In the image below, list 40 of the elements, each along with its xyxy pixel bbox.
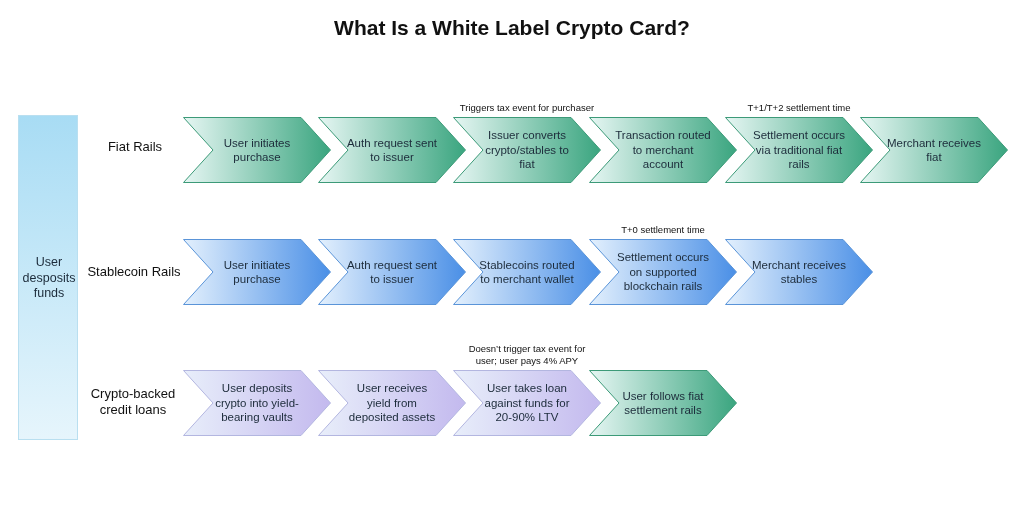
chevron-step bbox=[589, 117, 737, 183]
row-label: Crypto-backed credit loans bbox=[89, 386, 177, 418]
step-text: User initiates purchase bbox=[222, 257, 292, 287]
step-text: Merchant receives stables bbox=[751, 257, 847, 287]
step-note: Doesn’t trigger tax event for user; user pays 4% APY bbox=[467, 343, 587, 367]
chevron-step bbox=[589, 370, 737, 436]
step-text: Auth request sent to issuer bbox=[345, 257, 439, 287]
step-text: Stablecoins routed to merchant wallet bbox=[479, 257, 575, 287]
chevron-step bbox=[318, 370, 466, 436]
side-bar bbox=[18, 115, 78, 440]
chevron-step bbox=[725, 117, 873, 183]
step-text: User receives yield from deposited assets bbox=[347, 381, 437, 425]
chevron-step bbox=[589, 239, 737, 305]
step-note: T+1/T+2 settlement time bbox=[746, 102, 852, 114]
diagram-title: What Is a White Label Crypto Card? bbox=[333, 16, 691, 40]
row-label: Fiat Rails bbox=[106, 139, 164, 155]
step-note: Triggers tax event for purchaser bbox=[458, 102, 596, 114]
step-text: Issuer converts crypto/stables to fiat bbox=[484, 128, 570, 172]
step-note: T+0 settlement time bbox=[620, 224, 706, 236]
chevron-step bbox=[860, 117, 1008, 183]
step-text: User takes loan against funds for 20-90% LTV bbox=[483, 381, 571, 425]
chevron-step bbox=[318, 239, 466, 305]
step-text: User initiates purchase bbox=[222, 135, 292, 165]
step-text: User deposits crypto into yield-bearing vaults bbox=[214, 381, 300, 425]
chevron-step bbox=[725, 239, 873, 305]
step-text: Transaction routed to merchant account bbox=[615, 128, 711, 172]
chevron-step bbox=[318, 117, 466, 183]
step-text: Auth request sent to issuer bbox=[345, 135, 439, 165]
step-text: Merchant receives fiat bbox=[886, 135, 982, 165]
row-label: Stablecoin Rails bbox=[86, 264, 182, 280]
chevron-step bbox=[183, 117, 331, 183]
step-text: User follows fiat settlement rails bbox=[621, 388, 705, 418]
chevron-step bbox=[453, 117, 601, 183]
step-text: Settlement occurs on supported blockchain rails bbox=[615, 250, 710, 294]
chevron-step bbox=[183, 370, 331, 436]
chevron-step bbox=[183, 239, 331, 305]
step-text: Settlement occurs via traditional fiat rails bbox=[751, 128, 846, 172]
chevron-step bbox=[453, 370, 601, 436]
node-text: User desposits funds bbox=[21, 255, 77, 302]
chevron-step bbox=[453, 239, 601, 305]
